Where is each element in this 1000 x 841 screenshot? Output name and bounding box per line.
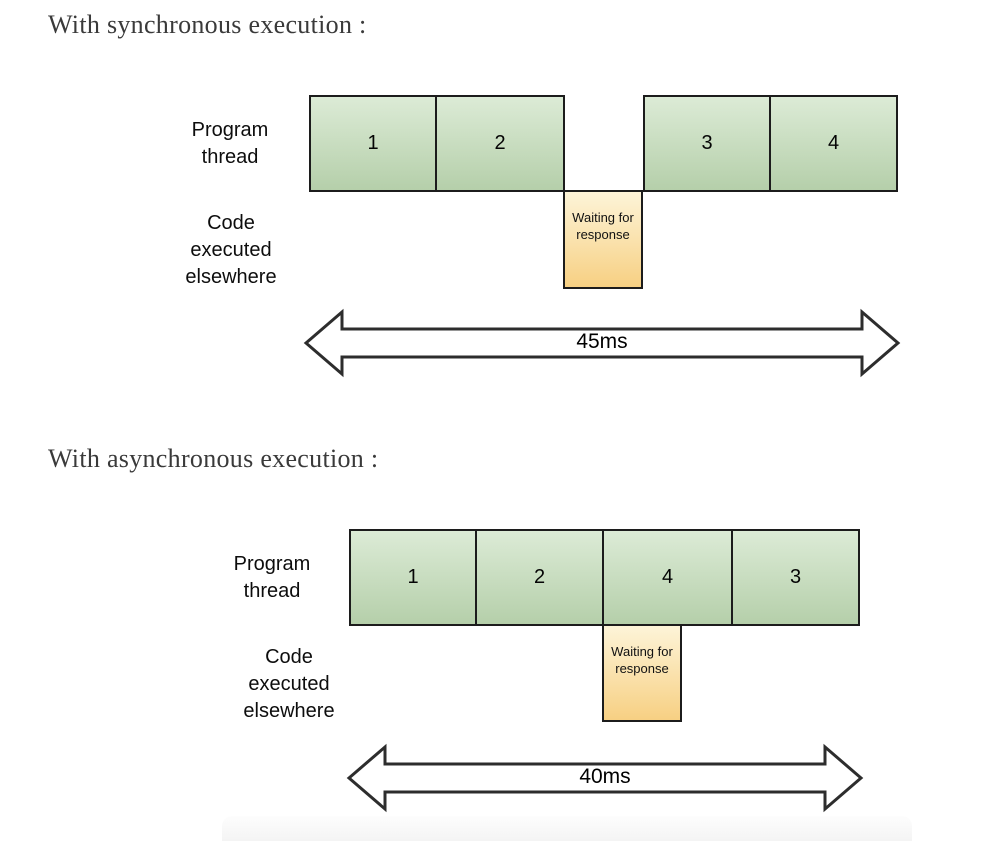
thread-block: 1 — [309, 95, 437, 192]
waiting-for-response-box: Waiting for response — [563, 190, 643, 289]
program-thread-label: Program thread — [191, 119, 269, 168]
thread-block-number: 1 — [407, 566, 419, 588]
thread-block: 1 — [349, 529, 477, 626]
thread-block: 4 — [769, 95, 898, 192]
duration-arrow — [346, 743, 864, 813]
double-arrow-shape — [303, 308, 901, 378]
code-elsewhere-label: Code executed elsewhere — [243, 646, 335, 722]
duration-label: 40ms — [579, 765, 631, 788]
thread-block-number: 3 — [701, 132, 713, 154]
async-heading: With asynchronous execution : — [48, 444, 379, 473]
thread-block-number: 1 — [367, 132, 379, 154]
thread-block: 3 — [731, 529, 860, 626]
thread-block-number: 2 — [494, 132, 506, 154]
thread-block-number: 3 — [789, 566, 802, 588]
thread-block-number: 2 — [533, 566, 546, 588]
thread-block: 2 — [475, 529, 604, 626]
duration-label: 45ms — [576, 330, 628, 353]
program-thread-label: Program thread — [233, 553, 311, 602]
thread-block: 4 — [602, 529, 733, 626]
thread-block: 3 — [643, 95, 771, 192]
thread-block: 2 — [435, 95, 565, 192]
thread-block-number: 4 — [827, 132, 840, 154]
code-elsewhere-label: Code executed elsewhere — [185, 212, 277, 288]
thread-block-number: 4 — [661, 566, 674, 588]
next-content-edge — [222, 816, 912, 841]
double-arrow-shape — [346, 743, 864, 813]
sync-heading: With synchronous execution : — [48, 10, 367, 39]
duration-arrow — [303, 308, 901, 378]
waiting-for-response-box: Waiting for response — [602, 624, 682, 722]
